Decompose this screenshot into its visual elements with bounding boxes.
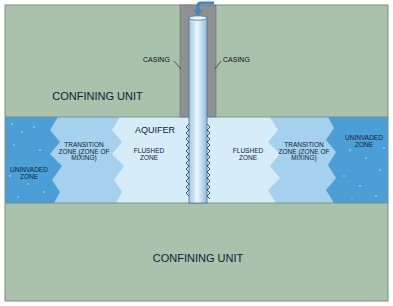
zone-label: FLUSHED ZONE — [223, 143, 273, 167]
flushed-zone: FLUSHED ZONE — [223, 143, 273, 167]
confining-unit-band: CONFINING UNIT — [5, 5, 388, 117]
band-label: CONFINING UNIT — [123, 253, 273, 265]
uninvaded-zone: UNINVADED ZONE — [341, 129, 387, 155]
casing-label: CASING — [223, 56, 250, 63]
leader-line — [174, 61, 181, 69]
inflow-arrow — [198, 3, 214, 11]
pipe-top — [189, 16, 207, 20]
flushed-zone: FLUSHED ZONE — [124, 143, 174, 167]
band-label: AQUIFER — [117, 126, 193, 135]
aquifer-band: AQUIFERUNINVADED ZONETRANSITION ZONE (ZO… — [5, 117, 388, 203]
inflow-arrowhead — [194, 10, 203, 16]
confining-unit-band: CONFINING UNIT — [5, 203, 388, 301]
zone-label: TRANSITION ZONE (ZONE OF MIXING) — [55, 135, 113, 169]
band-label: CONFINING UNIT — [30, 91, 165, 103]
zone-label: UNINVADED ZONE — [6, 161, 52, 187]
leader-line — [215, 61, 221, 69]
zone-label: TRANSITION ZONE (ZONE OF MIXING) — [275, 135, 333, 169]
transition-zone: TRANSITION ZONE (ZONE OF MIXING) — [55, 135, 113, 169]
uninvaded-zone: UNINVADED ZONE — [6, 161, 52, 187]
casing-label: CASING — [143, 56, 170, 63]
well-pipe — [189, 18, 207, 203]
transition-zone: TRANSITION ZONE (ZONE OF MIXING) — [275, 135, 333, 169]
well-screen — [186, 124, 210, 199]
zone-label: UNINVADED ZONE — [341, 129, 387, 155]
lower-confining-band — [5, 203, 388, 301]
frame — [5, 5, 388, 301]
zone-label: FLUSHED ZONE — [124, 143, 174, 167]
